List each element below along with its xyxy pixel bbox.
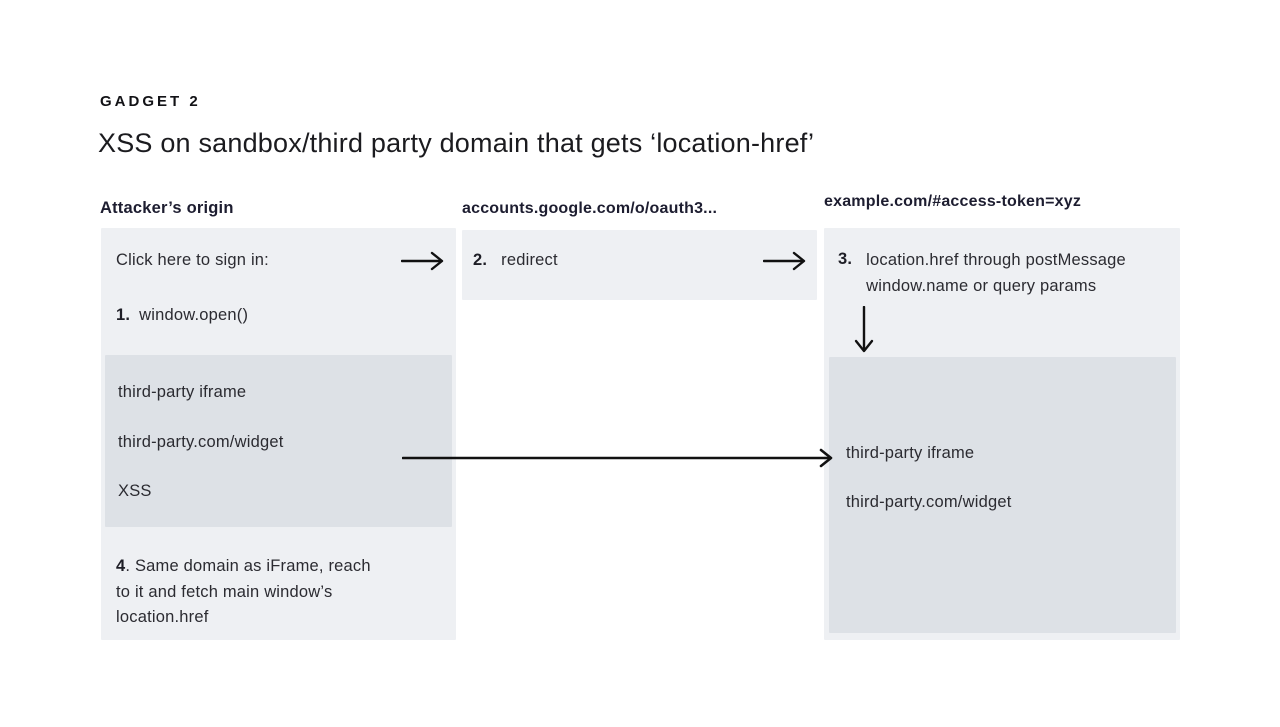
example-iframe-line-1: third-party iframe <box>846 444 975 462</box>
arrow-right-icon <box>763 251 806 271</box>
attacker-iframe-box <box>105 355 452 527</box>
step-1-number: 1. <box>116 306 131 324</box>
arrow-right-icon <box>401 251 444 271</box>
attacker-iframe-line-2: third-party.com/widget <box>118 433 284 451</box>
step-3: 3. location.href through postMessage win… <box>838 248 1126 299</box>
step-2-number: 2. <box>473 251 488 269</box>
long-arrow-right-icon <box>402 448 833 468</box>
example-iframe-box <box>829 357 1176 633</box>
step-3-line-1: location.href through postMessage <box>866 251 1126 269</box>
column-header-accounts-google: accounts.google.com/o/oauth3... <box>462 200 718 217</box>
step-3-line-2: window.name or query params <box>866 276 1097 295</box>
arrow-down-icon <box>854 306 874 353</box>
column-header-example-com: example.com/#access-token=xyz <box>824 193 1082 210</box>
step-1: 1. window.open() <box>116 304 248 326</box>
gadget-label: GADGET 2 <box>100 93 201 110</box>
step-3-lines: location.href through postMessage window… <box>866 248 1126 299</box>
step-3-number: 3. <box>838 250 853 268</box>
step-4-lines: 4. Same domain as iFrame, reach to it an… <box>116 554 371 631</box>
attacker-iframe-line-1: third-party iframe <box>118 383 247 401</box>
step-4-line-1: 4. Same domain as iFrame, reach <box>116 554 371 580</box>
step-4: 4. Same domain as iFrame, reach to it an… <box>116 554 371 631</box>
step-2: 2. redirect <box>473 249 558 271</box>
google-oauth-box <box>462 230 817 300</box>
attacker-iframe-line-3: XSS <box>118 482 152 500</box>
step-4-line-1-text: . Same domain as iFrame, reach <box>125 557 371 575</box>
step-1-text: window.open() <box>139 306 249 324</box>
page-title: XSS on sandbox/third party domain that g… <box>98 128 815 158</box>
step-2-text: redirect <box>501 251 558 269</box>
column-header-attacker-origin: Attacker’s origin <box>100 199 234 217</box>
click-to-sign-in-text: Click here to sign in: <box>116 251 269 269</box>
example-iframe-line-2: third-party.com/widget <box>846 493 1012 511</box>
step-4-number: 4 <box>116 557 126 575</box>
step-4-line-3: location.href <box>116 608 209 626</box>
step-4-line-2: to it and fetch main window’s <box>116 582 333 601</box>
